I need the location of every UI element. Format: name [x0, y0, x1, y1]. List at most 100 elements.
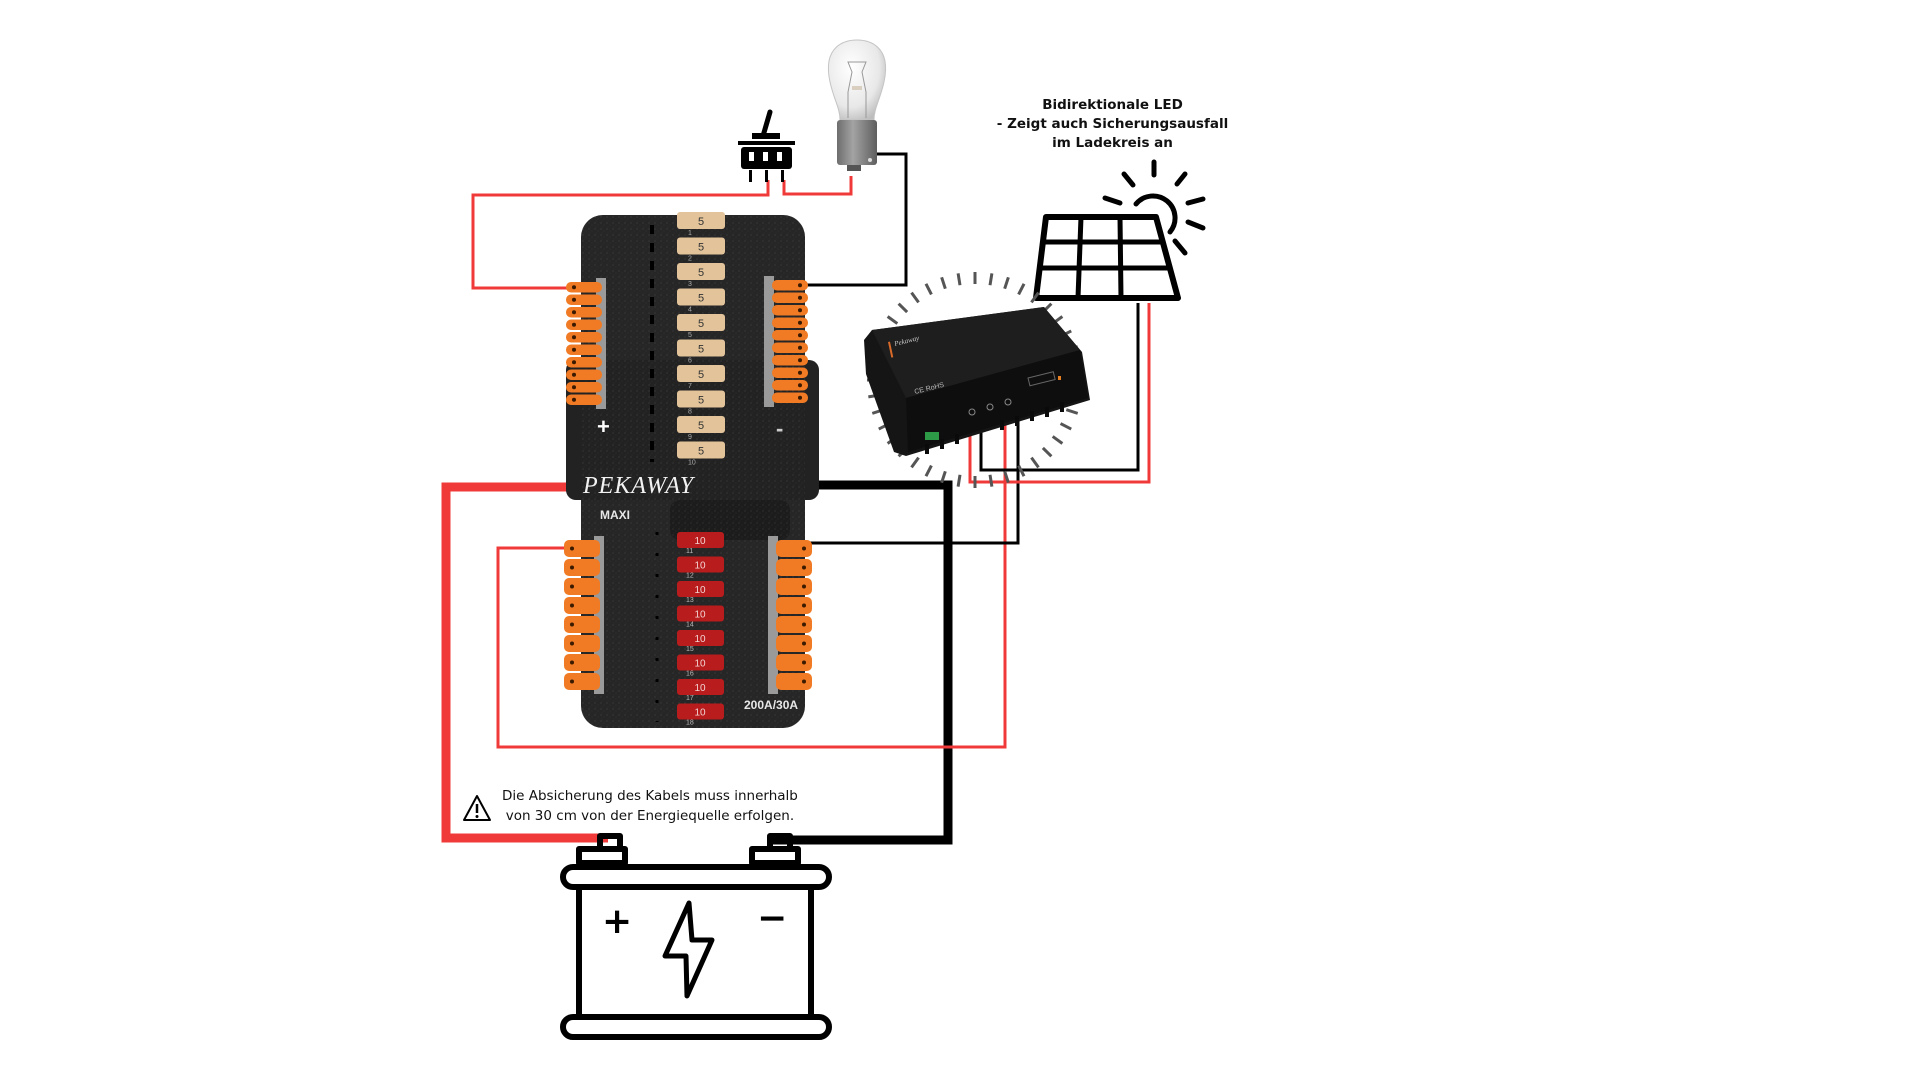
lever-connector-minus[interactable]	[772, 367, 808, 379]
lever-connector-minus[interactable]	[772, 280, 808, 291]
fuse-5a[interactable]: 55	[677, 314, 725, 339]
halo-tick	[940, 276, 947, 290]
lever-connector-minus[interactable]	[776, 673, 812, 690]
lever-connector-minus[interactable]	[776, 616, 812, 633]
lever-connector-plus[interactable]	[564, 597, 600, 614]
fuse-slot-label: 18	[686, 720, 694, 727]
fuse-5a[interactable]: 52	[677, 237, 725, 263]
lever-connector-minus[interactable]	[776, 578, 812, 595]
fuse-rating-label: 10	[694, 561, 706, 572]
fusebox-brand: PEKAWAY	[582, 473, 696, 499]
fuse-slot-label: 15	[686, 646, 694, 653]
fusebox-plus-label: +	[597, 414, 610, 439]
lever-connector-minus[interactable]	[772, 292, 808, 304]
wire-main-positive	[441, 482, 608, 843]
lever-connector-minus[interactable]	[772, 330, 808, 341]
lever-connector-minus[interactable]	[776, 559, 812, 576]
solar-charge-controller: Pekaway CE RoHS	[864, 272, 1090, 488]
fuse-slot-label: 3	[688, 281, 692, 288]
halo-tick	[1059, 422, 1072, 431]
fuse-5a[interactable]: 57	[677, 365, 725, 390]
lever-connector-plus[interactable]	[566, 344, 602, 356]
fuse-slot-label: 8	[688, 409, 692, 416]
lever-connector-plus[interactable]	[566, 332, 602, 343]
halo-tick	[956, 474, 962, 487]
lever-connector-minus[interactable]	[776, 540, 812, 557]
lever-connector-plus[interactable]	[566, 357, 602, 368]
lever-connector-plus[interactable]	[566, 382, 602, 393]
battery-minus-label: −	[757, 898, 787, 939]
lever-connector-plus[interactable]	[566, 282, 602, 293]
led-note-line: im Ladekreis an	[1052, 135, 1173, 151]
fuse-5a[interactable]: 58	[677, 390, 725, 416]
fuse-5a[interactable]: 54	[677, 288, 725, 314]
fuse-5a[interactable]: 53	[677, 263, 725, 288]
fuse-5a[interactable]: 510	[677, 441, 725, 467]
battery-icon	[560, 833, 832, 1040]
halo-tick	[1030, 291, 1040, 304]
fuse-slot-label: 9	[688, 434, 692, 441]
wire-switch-to-fusebox-plus	[471, 180, 770, 290]
fuse-rating-label: 5	[698, 446, 704, 458]
fuse-5a[interactable]: 51	[677, 212, 725, 237]
lever-connector-minus[interactable]	[776, 654, 812, 671]
toggle-switch-icon	[738, 109, 795, 182]
wire-switch-to-bulb	[782, 176, 853, 196]
warning-text: Die Absicherung des Kabels muss innerhal…	[502, 786, 798, 826]
fuse-rating-label: 10	[694, 659, 706, 670]
fuse-slot-label: 5	[688, 332, 692, 339]
lever-connectors	[564, 276, 812, 694]
wire-main-negative	[772, 480, 953, 845]
fuse-slot-label: 17	[686, 695, 694, 702]
lever-connector-minus[interactable]	[776, 635, 812, 652]
halo-tick	[1017, 283, 1026, 296]
halo-tick	[1051, 435, 1064, 445]
lever-connector-minus[interactable]	[772, 342, 808, 354]
lever-connector-plus[interactable]	[566, 394, 602, 406]
fuse-slot-label: 4	[688, 307, 692, 314]
wires	[441, 152, 1151, 845]
lever-connector-plus[interactable]	[564, 616, 600, 633]
lever-connector-plus[interactable]	[564, 578, 600, 595]
lever-connector-plus[interactable]	[564, 673, 600, 690]
lever-connector-plus[interactable]	[564, 559, 600, 576]
halo-tick	[1041, 446, 1053, 458]
wire-bulb-to-fusebox-minus	[804, 152, 908, 287]
lever-connector-minus[interactable]	[772, 392, 808, 404]
fuse-5a[interactable]: 59	[677, 416, 725, 441]
lever-connector-plus[interactable]	[566, 369, 602, 381]
lever-connector-minus[interactable]	[772, 305, 808, 316]
lever-connector-plus[interactable]	[566, 307, 602, 318]
halo-tick	[897, 302, 909, 314]
fuse-slot-label: 14	[686, 622, 694, 629]
lever-connector-plus[interactable]	[564, 540, 600, 557]
lever-connector-plus[interactable]	[564, 654, 600, 671]
wire-solar-positive	[968, 303, 1151, 484]
halo-tick	[924, 464, 933, 477]
fuse-slot-label: 12	[686, 573, 694, 580]
halo-tick	[1030, 456, 1040, 469]
fuse-rating-label: 5	[698, 395, 704, 407]
lever-connector-minus[interactable]	[772, 317, 808, 329]
halo-tick	[988, 474, 994, 487]
fuse-slot-label: 16	[686, 671, 694, 678]
fuse-distance-warning: Die Absicherung des Kabels muss innerhal…	[462, 786, 822, 830]
lever-connector-minus[interactable]	[772, 355, 808, 366]
fuse-5a[interactable]: 56	[677, 339, 725, 365]
lever-connector-minus[interactable]	[772, 380, 808, 391]
lever-connector-plus[interactable]	[566, 319, 602, 331]
lever-connector-plus[interactable]	[566, 294, 602, 306]
fusebox-model: MAXI	[600, 508, 630, 522]
fuse-slot-label: 11	[686, 548, 693, 555]
lever-connector-minus[interactable]	[776, 597, 812, 614]
lever-connector-plus[interactable]	[564, 635, 600, 652]
